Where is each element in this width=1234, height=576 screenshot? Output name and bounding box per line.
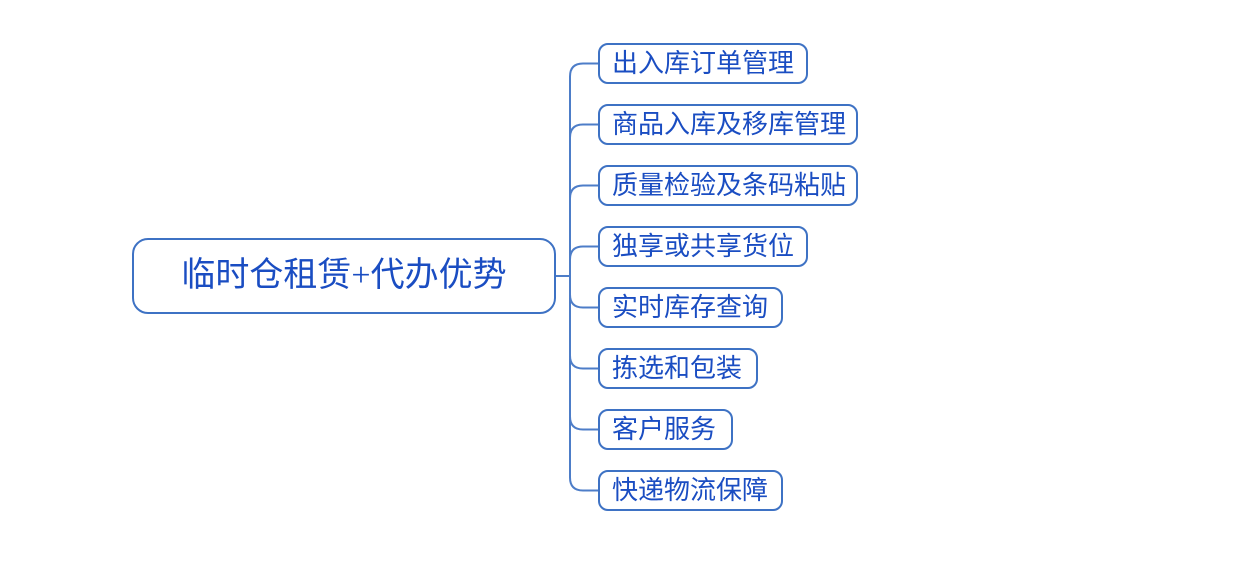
branch-node[interactable]: 独享或共享货位 <box>598 226 808 267</box>
connector-edge <box>569 294 598 309</box>
branch-node[interactable]: 实时库存查询 <box>598 287 783 328</box>
connector-edge <box>569 245 598 260</box>
branch-node[interactable]: 快递物流保障 <box>598 470 783 511</box>
branch-node-label: 快递物流保障 <box>612 475 769 505</box>
connector-edge <box>569 416 598 431</box>
branch-node-label: 独享或共享货位 <box>612 231 795 261</box>
branch-node-label: 商品入库及移库管理 <box>612 109 847 139</box>
connector-edge <box>569 355 598 370</box>
branch-node[interactable]: 出入库订单管理 <box>598 43 808 84</box>
branch-node[interactable]: 拣选和包装 <box>598 348 758 389</box>
branch-node-label: 出入库订单管理 <box>612 48 795 78</box>
branch-node-label: 拣选和包装 <box>612 353 743 383</box>
root-node[interactable]: 临时仓租赁+代办优势 <box>132 238 556 314</box>
branch-node-label: 实时库存查询 <box>612 292 769 322</box>
branch-node[interactable]: 质量检验及条码粘贴 <box>598 165 858 206</box>
branch-node[interactable]: 商品入库及移库管理 <box>598 104 858 145</box>
root-node-label: 临时仓租赁+代办优势 <box>181 257 507 294</box>
connector-edge <box>569 62 598 492</box>
connector-edge <box>569 184 598 199</box>
branch-node-label: 质量检验及条码粘贴 <box>612 170 847 200</box>
branch-node[interactable]: 客户服务 <box>598 409 733 450</box>
branch-node-label: 客户服务 <box>612 414 717 444</box>
connector-edge <box>569 123 598 138</box>
